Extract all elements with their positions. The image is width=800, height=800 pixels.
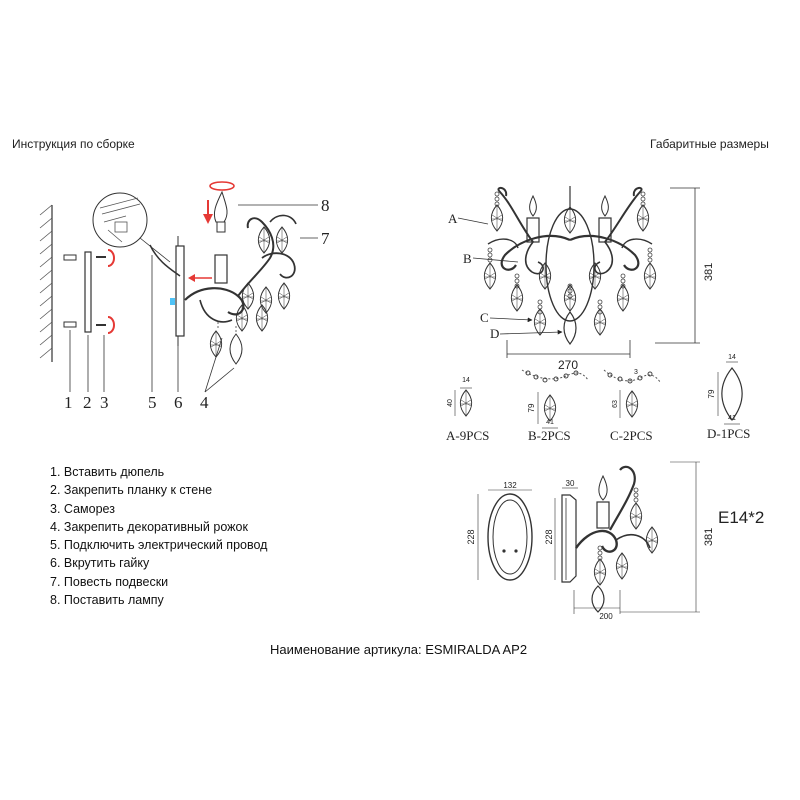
crystal-b-label: B-2PCS: [528, 428, 571, 443]
dimensions-heading: Габаритные размеры: [650, 137, 769, 151]
crystal-d-dim-top: 14: [728, 354, 736, 361]
crystal-c-label: C-2PCS: [610, 428, 653, 443]
callout-8: 8: [321, 196, 330, 215]
side-height-dim: 381: [703, 528, 715, 546]
side-view-drawing: [477, 461, 700, 614]
crystal-d-dim-side: 79: [707, 389, 716, 398]
step-item: 2. Закрепить планку к стене: [50, 483, 213, 498]
callout-6: 6: [174, 393, 183, 412]
step-item: 8. Поставить лампу: [50, 593, 164, 608]
front-view-drawing: [457, 186, 700, 358]
callout-2: 2: [83, 393, 92, 412]
depth-dim: 30: [566, 479, 575, 488]
part-label-d: D: [490, 326, 499, 341]
part-label-c: C: [480, 310, 489, 325]
step-item: 5. Подключить электрический провод: [50, 538, 268, 553]
crystal-a-label: A-9PCS: [446, 428, 489, 443]
arm-height-dim: 228: [544, 529, 554, 544]
plate-width-dim: 132: [503, 481, 517, 490]
crystal-details: [454, 361, 743, 429]
callout-7: 7: [321, 229, 330, 248]
crystal-d-dim-bottom: 41: [728, 415, 736, 422]
callout-1: 1: [64, 393, 73, 412]
crystal-c-dim-top: 3: [634, 369, 638, 376]
crystal-b-dim-side: 41: [546, 419, 554, 426]
crystal-d-label: D-1PCS: [707, 426, 750, 441]
crystal-a-dim-side: 40: [447, 399, 454, 407]
step-item: 1. Вставить дюпель: [50, 465, 165, 479]
crystal-b-dim-top: 79: [527, 403, 536, 412]
lamp-spec: E14*2: [718, 508, 765, 527]
callout-3: 3: [100, 393, 109, 412]
assembly-diagram: [39, 181, 318, 393]
front-width-dim: 270: [558, 358, 578, 372]
front-height-dim: 381: [703, 263, 715, 281]
assembly-heading: Инструкция по сборке: [12, 137, 135, 151]
step-item: 7. Повесть подвески: [50, 574, 169, 589]
assembly-steps-list: 1. Вставить дюпель 2. Закрепить планку к…: [50, 463, 267, 609]
callout-4: 4: [200, 393, 209, 412]
callout-5: 5: [148, 393, 157, 412]
step-item: 3. Саморез: [50, 501, 115, 516]
crystal-c-dim-side: 63: [612, 400, 619, 408]
step-item: 4. Закрепить декоративный рожок: [50, 519, 248, 534]
projection-dim: 200: [599, 612, 613, 621]
article-name: Наименование артикула: ESMIRALDA AP2: [270, 642, 528, 657]
step-item: 6. Вкрутить гайку: [50, 556, 150, 571]
crystal-a-dim-top: 14: [462, 377, 470, 384]
part-label-a: A: [448, 211, 458, 226]
part-label-b: B: [463, 251, 472, 266]
plate-height-dim: 228: [466, 529, 476, 544]
